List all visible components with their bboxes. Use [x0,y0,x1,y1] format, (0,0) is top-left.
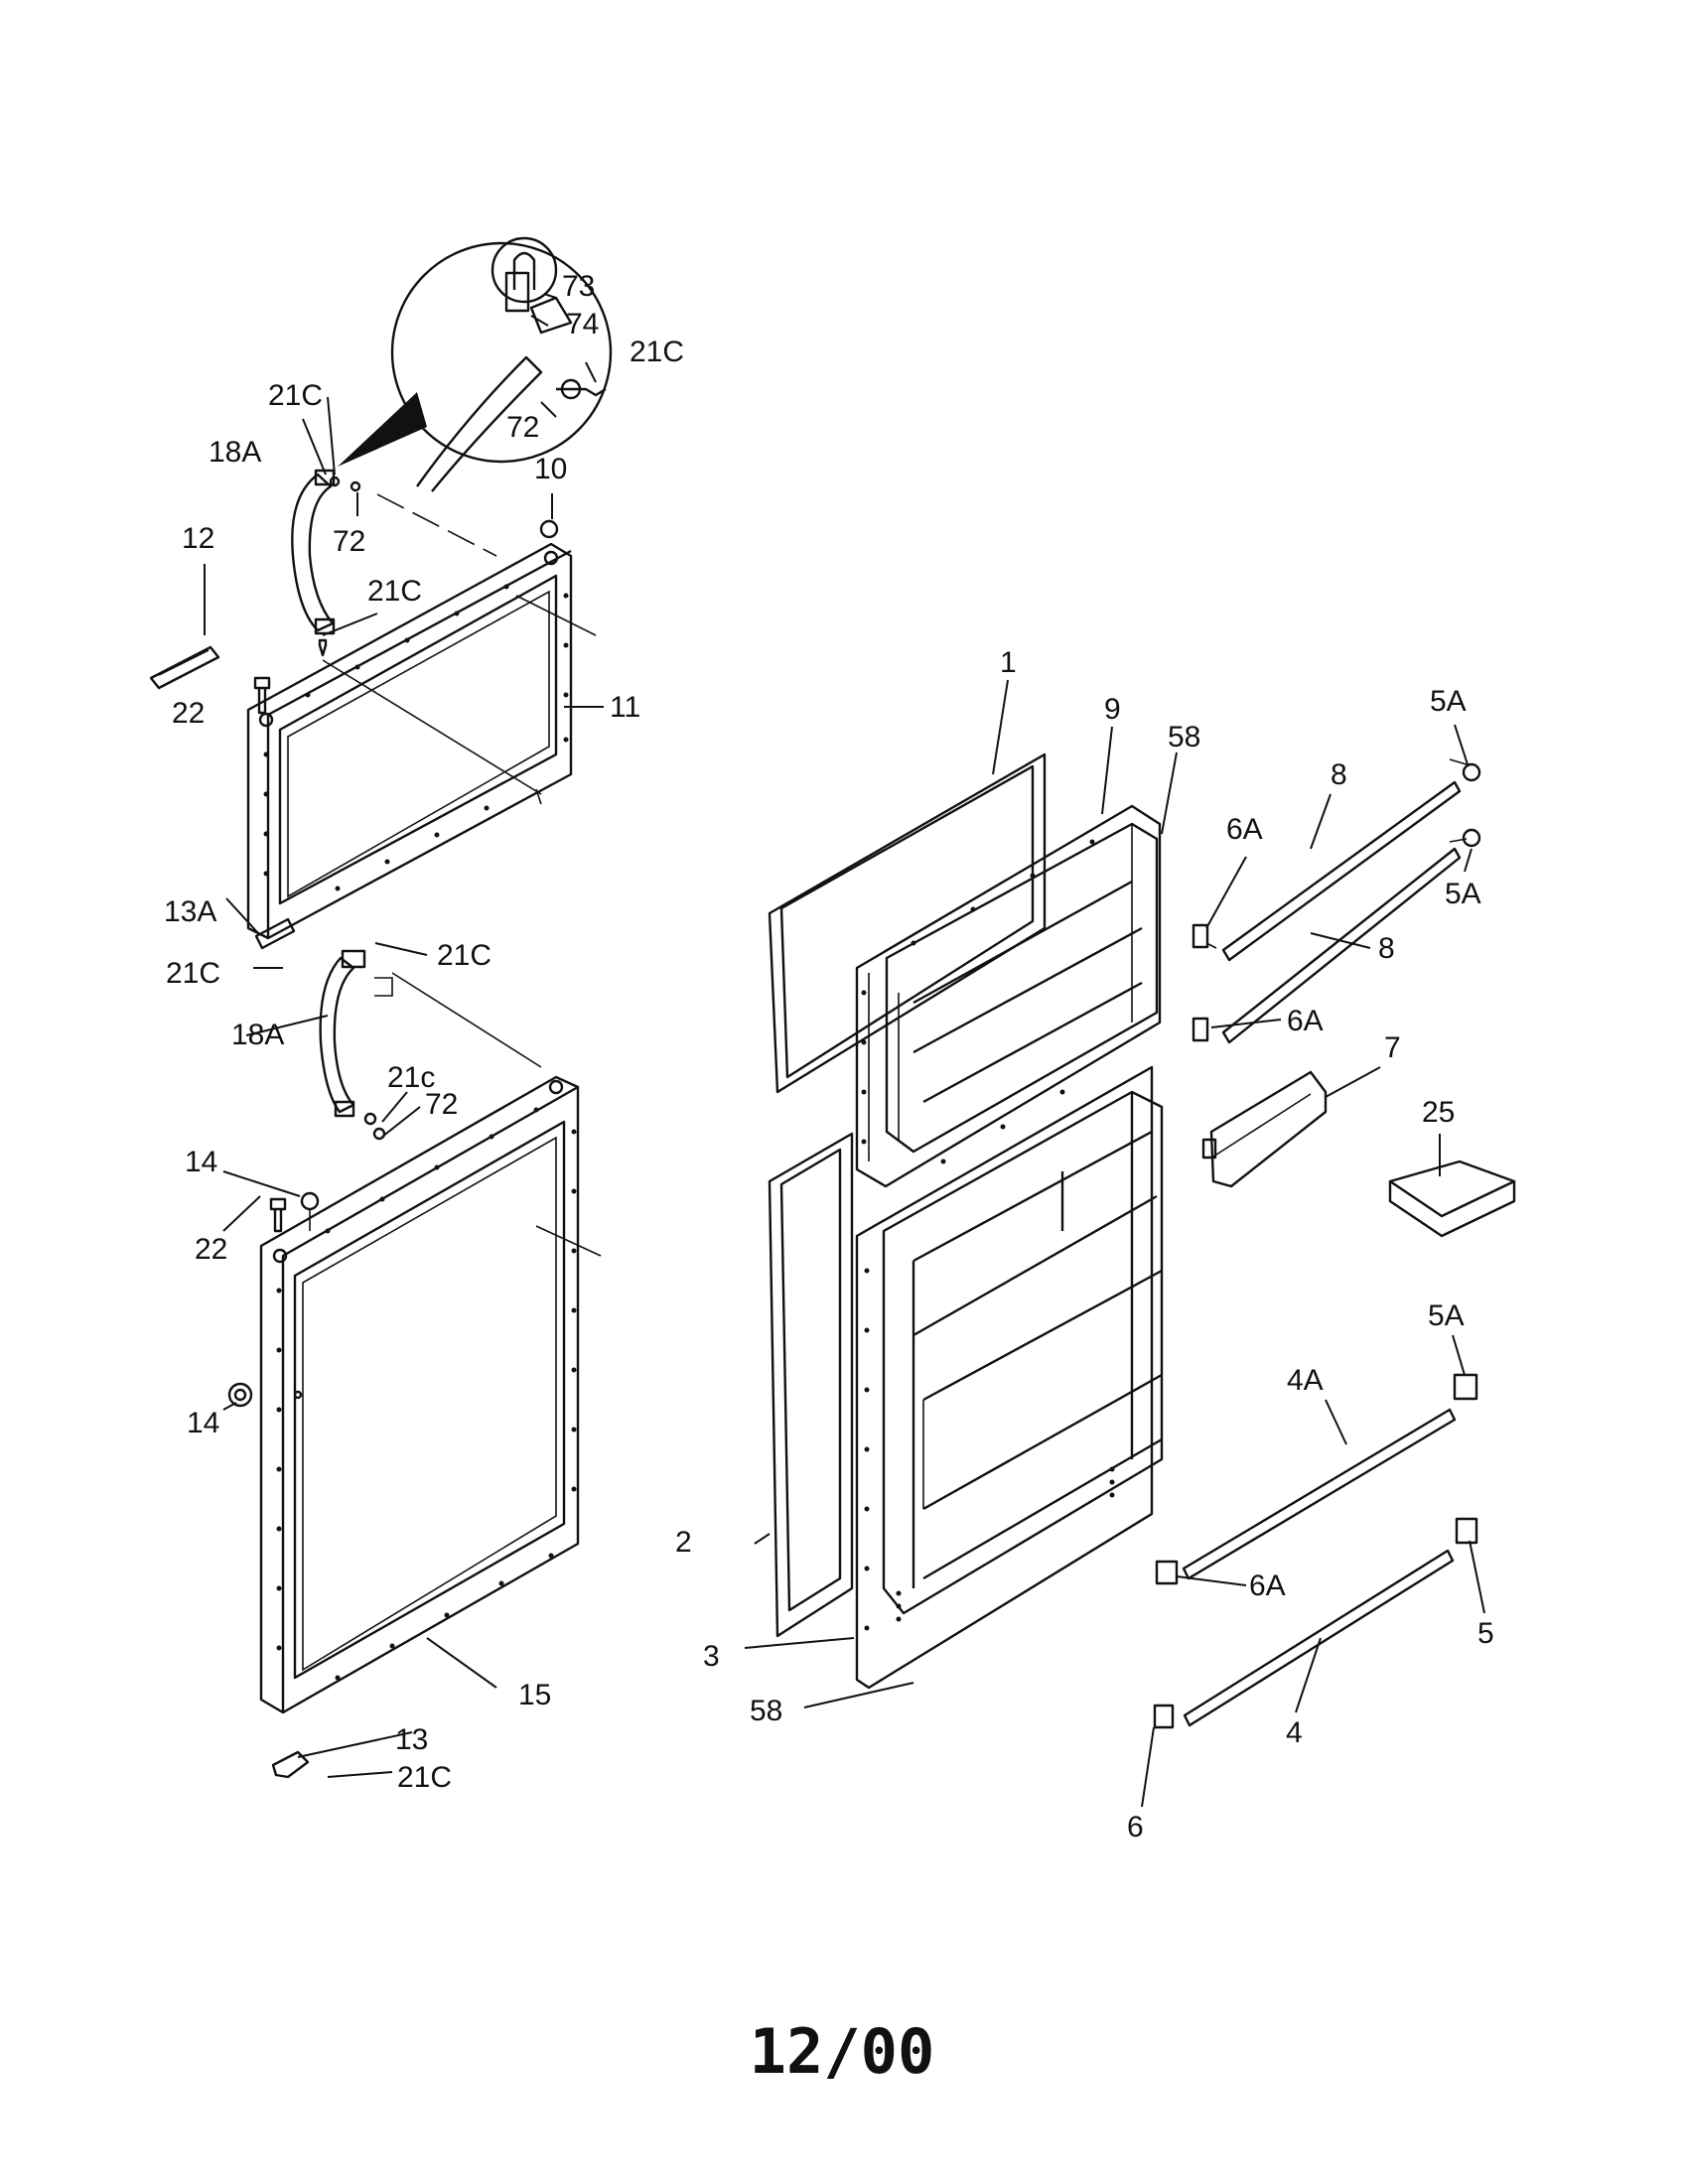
callout-1: 1 [1000,646,1017,679]
callout-8-2: 8 [1378,932,1395,965]
callout-7: 7 [1384,1031,1401,1064]
callout-22-top: 22 [172,697,205,730]
callout-72-inset: 72 [506,411,539,444]
callout-58-bot: 58 [750,1695,782,1727]
freezer-leaders [322,493,597,805]
callout-2: 2 [675,1526,692,1559]
callout-3: 3 [703,1640,720,1673]
freezer-door-frame [246,542,573,940]
callout-13: 13 [395,1723,428,1756]
freezer-small-parts [149,476,559,950]
callout-21c-bottom: 21C [397,1761,452,1794]
callout-21c-lower: 21c [387,1061,435,1094]
callout-labels: 73 74 21C 72 21C 18A 72 10 12 21C 22 11 … [164,270,1494,1843]
callout-6: 6 [1127,1811,1144,1843]
callout-72-top: 72 [333,525,365,558]
detail-inset [338,236,613,492]
callout-73: 73 [562,270,595,303]
callout-6a-1: 6A [1226,813,1263,846]
callout-21c-left: 21C [166,957,220,990]
callout-8-1: 8 [1331,758,1347,791]
fresh-food-gasket [768,1132,854,1638]
shelf-leaders [1205,758,1468,949]
callout-leaders [204,293,1485,1808]
callout-5a-3: 5A [1428,1299,1465,1332]
callout-5a-2: 5A [1445,878,1481,910]
callout-11: 11 [610,691,640,724]
fresh-food-handle [319,949,366,1118]
freezer-gasket [768,752,1047,1094]
callout-5: 5 [1477,1617,1494,1650]
callout-14-side: 14 [187,1407,219,1439]
callout-18a-top: 18A [209,436,261,469]
callout-15: 15 [518,1679,551,1711]
fresh-food-liner [855,1065,1164,1690]
callout-6a-3: 6A [1249,1570,1286,1602]
callout-21c-top: 21C [268,379,323,412]
callout-4: 4 [1286,1716,1303,1749]
callout-74: 74 [566,308,599,341]
callout-21c-right: 21C [437,939,491,972]
callout-18a-bot: 18A [231,1019,284,1051]
callout-21c-inset: 21C [630,336,684,368]
callout-12: 12 [182,522,214,555]
callout-10: 10 [534,453,567,485]
callout-13a: 13A [164,895,216,928]
callout-25: 25 [1422,1096,1455,1129]
callout-6a-2: 6A [1287,1005,1324,1037]
fresh-food-small-parts [227,1112,386,1779]
fresh-food-leaders [374,972,602,1257]
callout-22-bot: 22 [195,1233,227,1266]
callout-72-lower: 72 [425,1088,458,1121]
callout-58-top: 58 [1168,721,1200,753]
callout-5a-1: 5A [1430,685,1467,718]
freezer-handle [291,469,336,635]
callout-9: 9 [1104,693,1121,726]
callout-21c-mid: 21C [367,575,422,608]
shelf-parts [1153,762,1516,1729]
freezer-liner [855,804,1162,1188]
revision-date: 12/00 [749,2015,935,2088]
fresh-food-door-frame [259,1075,580,1714]
callout-4a: 4A [1287,1364,1324,1397]
callout-14-top: 14 [185,1146,217,1178]
